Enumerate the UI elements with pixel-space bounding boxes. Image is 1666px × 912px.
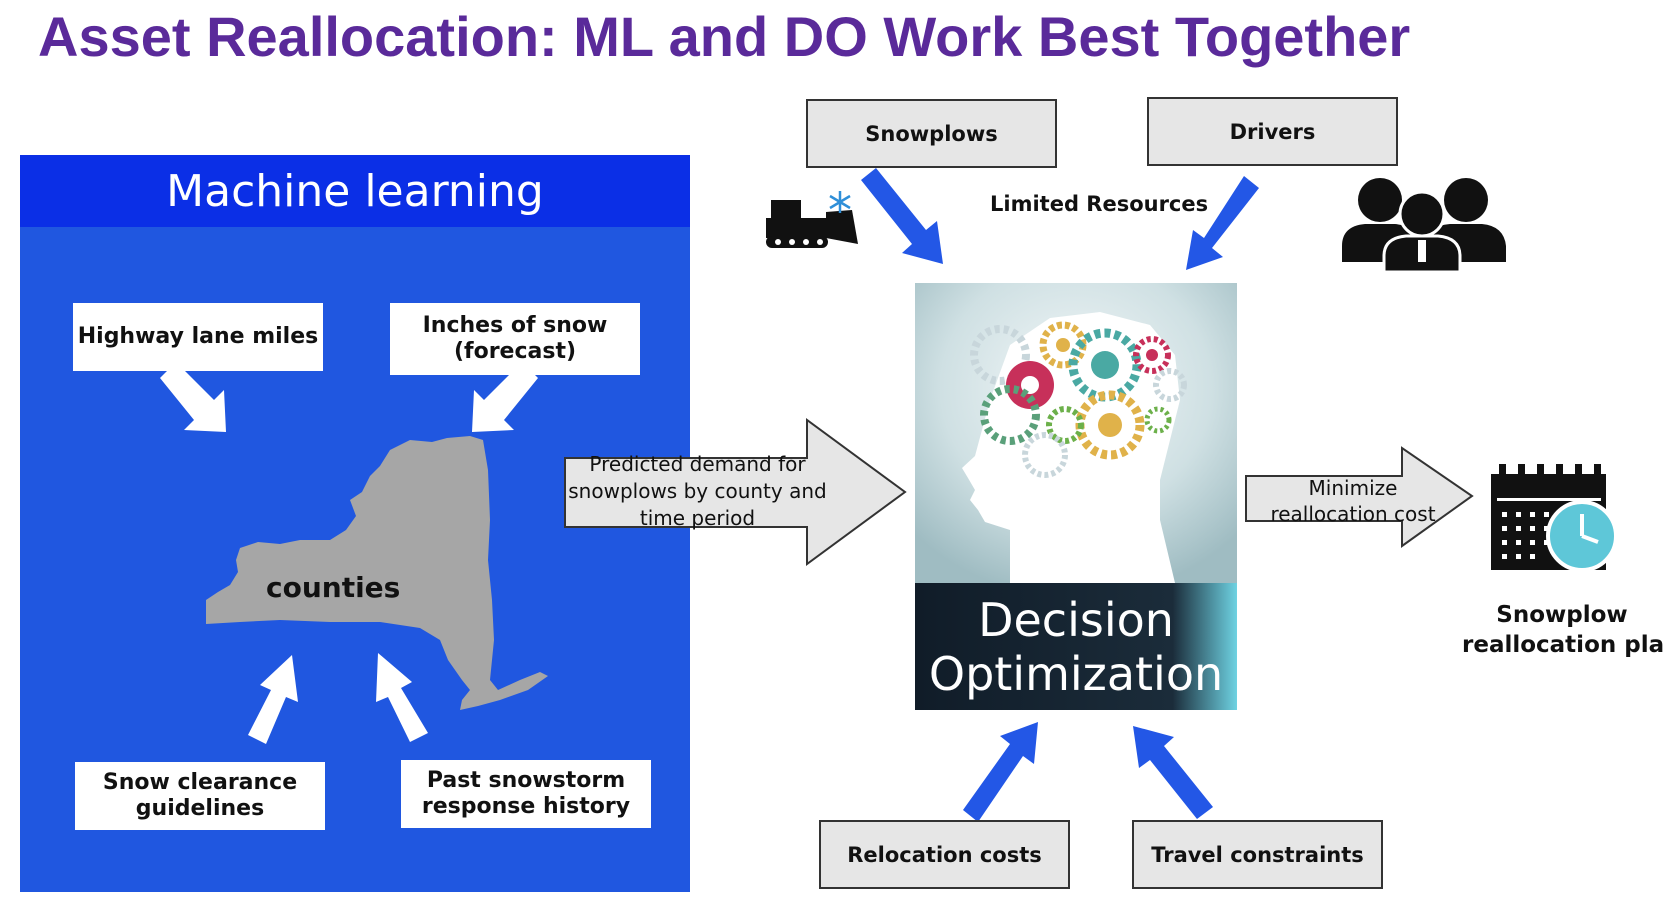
snow-clearance-label: Snow clearance — [102, 770, 298, 795]
prediction-arrow — [564, 418, 907, 566]
do-line-1: Decision — [978, 592, 1174, 647]
do-input-arrows — [861, 168, 1259, 822]
counties-label: counties — [266, 571, 401, 604]
arrow-relocation-to-do — [963, 722, 1038, 822]
arrow-snowplows-to-do — [861, 168, 943, 264]
snow-clearance-guidelines-box: Snow clearance guidelines — [75, 762, 325, 830]
relocation-costs-box: Relocation costs — [819, 820, 1070, 889]
arrow-highway-to-map — [160, 362, 226, 432]
plan-line-2: reallocation plan — [1462, 632, 1666, 658]
minimize-line-1: Minimize — [1308, 476, 1398, 500]
highway-lane-miles-label: Highway lane miles — [77, 324, 319, 349]
prediction-text: Predicted demand for snowplows by county… — [565, 451, 830, 532]
snowplow-plan-label: Snowplow reallocation plan — [1462, 600, 1666, 660]
relocation-costs-label: Relocation costs — [847, 842, 1042, 867]
response-history-label: response history — [421, 794, 631, 819]
past-snowstorm-label: Past snowstorm — [426, 768, 626, 793]
travel-constraints-box: Travel constraints — [1132, 820, 1383, 889]
do-label-band — [915, 583, 1237, 710]
arrow-drivers-to-do — [1186, 176, 1259, 270]
decision-optimization-label: Decision Optimization — [915, 583, 1237, 710]
travel-constraints-label: Travel constraints — [1151, 842, 1364, 867]
limited-resources-label: Limited Resources — [990, 192, 1209, 216]
inches-of-snow-box: Inches of snow (forecast) — [390, 303, 640, 375]
new-york-map — [206, 436, 548, 710]
inches-of-snow-label: Inches of snow — [422, 313, 608, 338]
brain-gears-icon — [970, 321, 1187, 478]
arrow-snow-to-map — [472, 362, 538, 432]
prediction-line-1: Predicted demand for — [589, 452, 806, 476]
ml-header: Machine learning — [20, 155, 690, 227]
people-icon — [1342, 178, 1506, 274]
forecast-label: (forecast) — [453, 339, 577, 364]
minimize-cost-text: Minimize reallocation cost — [1254, 475, 1452, 527]
highway-lane-miles-box: Highway lane miles — [73, 303, 323, 371]
minimize-cost-arrow — [1245, 446, 1474, 548]
snowplows-box: Snowplows — [806, 99, 1057, 168]
ml-input-arrows — [160, 362, 538, 744]
prediction-line-2: snowplows by county and — [568, 479, 827, 503]
drivers-box: Drivers — [1147, 97, 1398, 166]
drivers-label: Drivers — [1229, 119, 1316, 144]
guidelines-label: guidelines — [135, 796, 265, 821]
snowplow-icon — [766, 200, 858, 248]
arrow-travel-to-do — [1133, 726, 1213, 819]
arrow-guidelines-to-map — [248, 655, 298, 744]
snowflake-icon — [829, 191, 851, 213]
arrow-history-to-map — [376, 653, 428, 742]
prediction-line-3: time period — [639, 506, 756, 530]
past-snowstorm-box: Past snowstorm response history — [401, 760, 651, 828]
minimize-line-2: reallocation cost — [1270, 502, 1436, 526]
plan-line-1: Snowplow — [1496, 602, 1628, 628]
calendar-clock-icon — [1491, 464, 1618, 572]
page-title: Asset Reallocation: ML and DO Work Best … — [38, 5, 1411, 68]
do-line-2: Optimization — [928, 646, 1224, 701]
snowplows-label: Snowplows — [865, 121, 998, 146]
